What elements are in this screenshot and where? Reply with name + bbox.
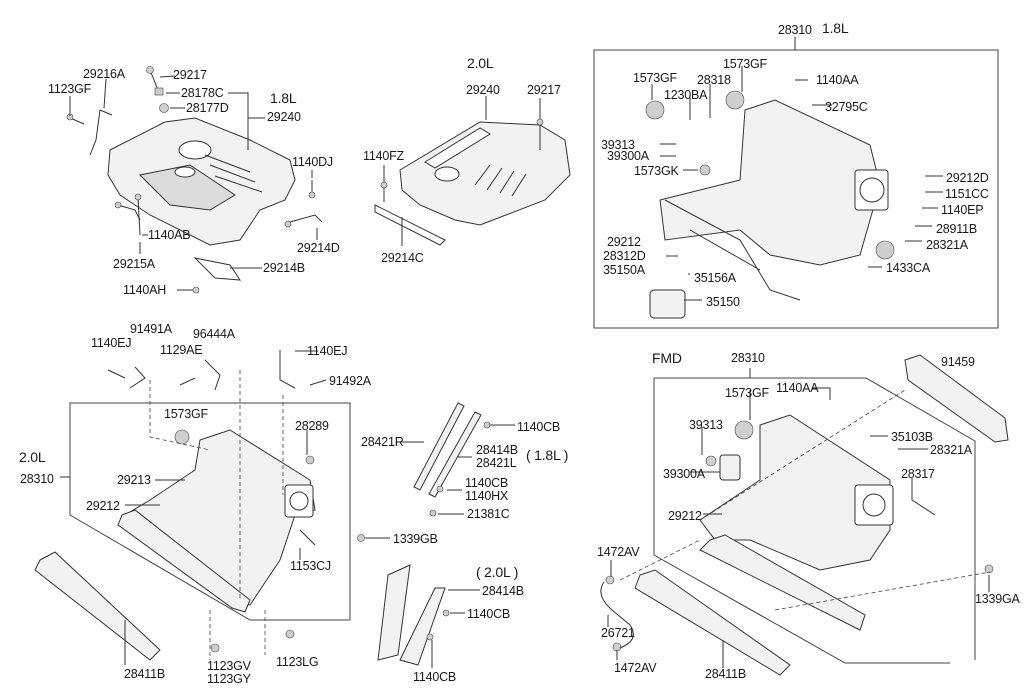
part-label-28411B[interactable]: 28411B xyxy=(705,667,746,681)
part-label-1573GK[interactable]: 1573GK xyxy=(634,164,679,178)
variant-label-2.0l: 2.0L xyxy=(467,55,494,71)
part-label-1140EJ[interactable]: 1140EJ xyxy=(91,336,132,350)
part-label-1140HX[interactable]: 1140HX xyxy=(465,489,509,503)
part-label-28310[interactable]: 28310 xyxy=(778,23,812,37)
part-label-29213[interactable]: 29213 xyxy=(117,473,151,487)
part-label-21381C[interactable]: 21381C xyxy=(467,507,510,521)
engine-cover-20l-drawing xyxy=(374,96,571,246)
part-label-1140EP[interactable]: 1140EP xyxy=(941,203,984,217)
part-label-1123GF[interactable]: 1123GF xyxy=(48,82,92,96)
part-label-28312D[interactable]: 28312D xyxy=(603,249,646,263)
variant-label-2.0l: 2.0L xyxy=(19,449,46,465)
part-label-35150A[interactable]: 35150A xyxy=(603,263,645,277)
part-label-1140EJ[interactable]: 1140EJ xyxy=(307,344,348,358)
part-label-39313[interactable]: 39313 xyxy=(601,138,635,152)
part-label-1573GF[interactable]: 1573GF xyxy=(164,407,208,421)
intake-manifold-20l-drawing xyxy=(34,350,351,665)
part-label-28414B[interactable]: 28414B xyxy=(482,584,524,598)
part-label-29214B[interactable]: 29214B xyxy=(263,261,305,275)
variant-label-2.0l: ( 2.0L ) xyxy=(476,564,519,580)
intake-manifold-fmd-drawing xyxy=(600,354,1009,676)
part-label-29212[interactable]: 29212 xyxy=(607,235,641,249)
part-label-1230BA[interactable]: 1230BA xyxy=(664,88,708,102)
part-label-28289[interactable]: 28289 xyxy=(295,419,329,433)
part-label-28178C[interactable]: 28178C xyxy=(181,86,224,100)
part-label-1123LG[interactable]: 1123LG xyxy=(276,655,319,669)
part-label-1140FZ[interactable]: 1140FZ xyxy=(363,149,404,163)
part-label-29214D[interactable]: 29214D xyxy=(297,241,340,255)
part-label-1573GF[interactable]: 1573GF xyxy=(725,386,769,400)
part-label-28177D[interactable]: 28177D xyxy=(186,101,229,115)
part-label-1140DJ[interactable]: 1140DJ xyxy=(292,155,333,169)
part-label-35150[interactable]: 35150 xyxy=(706,295,740,309)
part-label-29215A[interactable]: 29215A xyxy=(113,257,155,271)
part-label-28911B[interactable]: 28911B xyxy=(936,222,977,236)
part-label-29217[interactable]: 29217 xyxy=(173,68,207,82)
engine-cover-18l-drawing xyxy=(66,66,323,294)
part-label-1153CJ[interactable]: 1153CJ xyxy=(290,559,331,573)
part-label-29212[interactable]: 29212 xyxy=(86,499,120,513)
part-label-1339GA[interactable]: 1339GA xyxy=(975,592,1020,606)
part-label-1140AA[interactable]: 1140AA xyxy=(776,381,819,395)
part-label-1151CC[interactable]: 1151CC xyxy=(945,187,989,201)
part-label-1140CB[interactable]: 1140CB xyxy=(413,670,457,684)
part-label-29240[interactable]: 29240 xyxy=(466,83,500,97)
intake-manifold-18l-drawing xyxy=(593,37,999,329)
part-label-28317[interactable]: 28317 xyxy=(901,467,935,481)
manifold-stay-drawing xyxy=(357,402,515,668)
part-label-1140AA[interactable]: 1140AA xyxy=(816,73,859,87)
part-label-29212[interactable]: 29212 xyxy=(668,509,702,523)
part-label-96444A[interactable]: 96444A xyxy=(193,327,235,341)
part-label-28411B[interactable]: 28411B xyxy=(124,667,165,681)
part-label-29217[interactable]: 29217 xyxy=(527,83,561,97)
part-label-39300A[interactable]: 39300A xyxy=(607,149,649,163)
variant-label-fmd: FMD xyxy=(652,350,682,366)
part-label-1140CB[interactable]: 1140CB xyxy=(467,607,511,621)
variant-label-1.8l: ( 1.8L ) xyxy=(526,447,569,463)
part-label-1140AH[interactable]: 1140AH xyxy=(123,283,167,297)
part-label-1573GF[interactable]: 1573GF xyxy=(633,71,677,85)
part-label-29240[interactable]: 29240 xyxy=(267,110,301,124)
part-label-1123GV-1123GY[interactable]: 1123GV 1123GY xyxy=(207,659,251,686)
part-label-1140AB[interactable]: 1140AB xyxy=(148,228,191,242)
part-label-35156A[interactable]: 35156A xyxy=(694,271,736,285)
part-label-1433CA[interactable]: 1433CA xyxy=(886,261,930,275)
part-label-91459[interactable]: 91459 xyxy=(941,355,975,369)
part-label-28421R[interactable]: 28421R xyxy=(361,435,404,449)
part-label-26721[interactable]: 26721 xyxy=(601,626,635,640)
part-label-28414B-28421L[interactable]: 28414B 28421L xyxy=(476,443,518,470)
part-label-1140CB[interactable]: 1140CB xyxy=(517,420,561,434)
part-label-28318[interactable]: 28318 xyxy=(697,73,731,87)
variant-label-1.8l: 1.8L xyxy=(270,90,297,106)
part-label-29214C[interactable]: 29214C xyxy=(381,251,424,265)
part-label-32795C[interactable]: 32795C xyxy=(825,100,868,114)
part-label-29212D[interactable]: 29212D xyxy=(946,171,989,185)
part-label-28321A[interactable]: 28321A xyxy=(926,238,968,252)
part-label-39300A[interactable]: 39300A xyxy=(663,467,705,481)
part-label-91491A[interactable]: 91491A xyxy=(130,322,172,336)
part-label-28310[interactable]: 28310 xyxy=(731,351,765,365)
part-label-29216A[interactable]: 29216A xyxy=(83,67,125,81)
part-label-1129AE[interactable]: 1129AE xyxy=(160,343,203,357)
part-label-1472AV[interactable]: 1472AV xyxy=(597,545,640,559)
part-label-91492A[interactable]: 91492A xyxy=(329,374,371,388)
part-label-1140CB[interactable]: 1140CB xyxy=(465,476,509,490)
part-label-39313[interactable]: 39313 xyxy=(689,418,723,432)
part-label-1339GB[interactable]: 1339GB xyxy=(393,532,438,546)
part-label-35103B[interactable]: 35103B xyxy=(891,430,933,444)
variant-label-1.8l: 1.8L xyxy=(822,20,849,36)
part-label-28310[interactable]: 28310 xyxy=(20,472,54,486)
part-label-28321A[interactable]: 28321A xyxy=(930,443,972,457)
part-label-1573GF[interactable]: 1573GF xyxy=(723,57,767,71)
part-label-1472AV[interactable]: 1472AV xyxy=(614,661,657,675)
